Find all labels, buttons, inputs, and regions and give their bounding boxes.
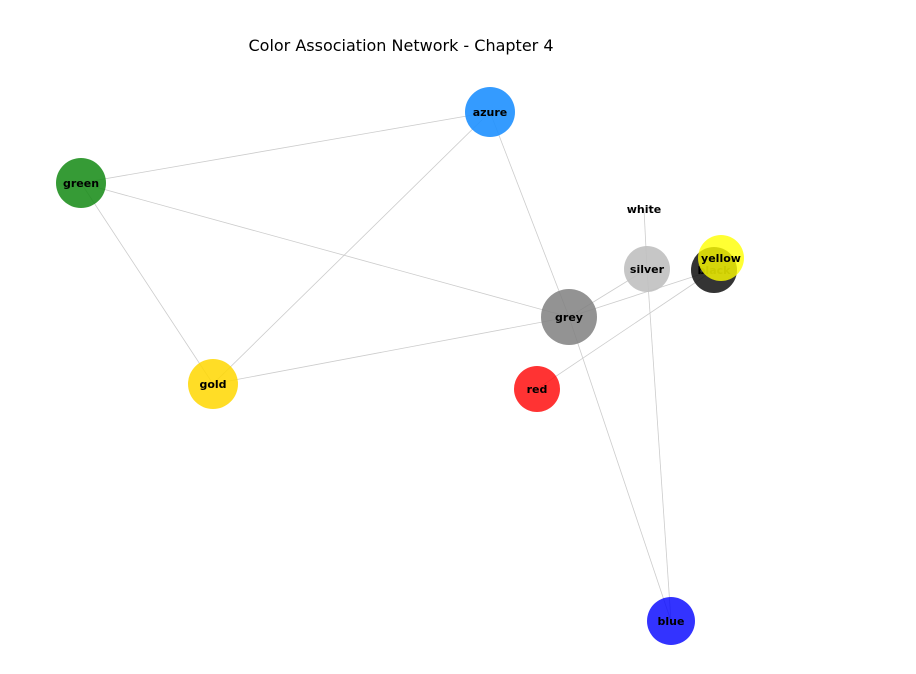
diagram-title: Color Association Network - Chapter 4 — [248, 36, 553, 55]
node-gold: gold — [188, 359, 238, 409]
node-circle-azure — [465, 87, 515, 137]
node-label-yellow: yellow — [701, 252, 741, 265]
edge-green-gold — [80, 182, 214, 385]
node-yellow: yellow — [698, 235, 744, 281]
node-red: red — [514, 366, 560, 412]
edge-green-azure — [80, 111, 491, 184]
node-circle-gold — [188, 359, 238, 409]
node-blue: blue — [647, 597, 695, 645]
node-label-azure: azure — [473, 106, 508, 119]
node-label-white: white — [627, 203, 661, 216]
node-circle-blue — [647, 597, 695, 645]
node-label-silver: silver — [630, 263, 665, 276]
node-silver: silver — [624, 246, 670, 292]
node-white: white — [627, 203, 661, 216]
node-circle-green — [56, 158, 106, 208]
edge-azure-gold — [212, 111, 491, 385]
node-label-grey: grey — [555, 311, 583, 324]
node-azure: azure — [465, 87, 515, 137]
node-label-blue: blue — [658, 615, 685, 628]
edge-red-black — [536, 269, 715, 390]
edge-gold-grey — [212, 316, 570, 385]
node-label-green: green — [63, 177, 99, 190]
node-circle-yellow — [698, 235, 744, 281]
edge-layer — [80, 111, 715, 622]
edge-green-grey — [80, 182, 570, 318]
edge-grey-blue — [568, 316, 672, 622]
node-layer: azuregreenwhitesilverblackyellowgreygold… — [56, 87, 744, 645]
node-circle-red — [514, 366, 560, 412]
edge-silver-blue — [646, 268, 672, 622]
node-circle-grey — [541, 289, 597, 345]
edge-azure-grey — [489, 111, 570, 318]
node-label-red: red — [527, 383, 548, 396]
node-green: green — [56, 158, 106, 208]
node-label-gold: gold — [199, 378, 226, 391]
node-grey: grey — [541, 289, 597, 345]
node-circle-silver — [624, 246, 670, 292]
